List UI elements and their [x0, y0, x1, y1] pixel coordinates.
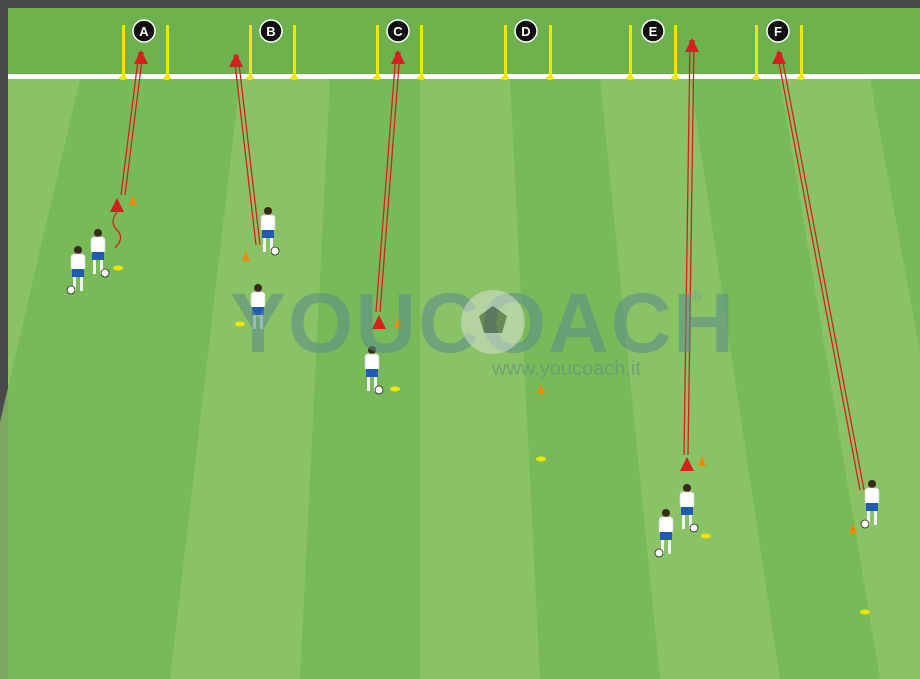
ball [101, 269, 109, 277]
goal-line [8, 74, 920, 79]
pole-base [546, 76, 554, 80]
pole-base [373, 76, 381, 80]
flat-marker [860, 610, 870, 615]
goal-label: C [393, 24, 403, 39]
pole-base [501, 76, 509, 80]
goal-label: F [774, 24, 782, 39]
goal-pole [755, 25, 758, 77]
ball [861, 520, 869, 528]
flat-marker [113, 266, 123, 271]
goal-pole [166, 25, 169, 77]
goal-pole [376, 25, 379, 77]
goal-pole [122, 25, 125, 77]
pole-base [752, 76, 760, 80]
pole-base [671, 76, 679, 80]
ball [67, 286, 75, 294]
goal-label: D [521, 24, 530, 39]
flat-marker [390, 387, 400, 392]
flat-marker [536, 457, 546, 462]
pole-base [246, 76, 254, 80]
pole-base [626, 76, 634, 80]
goal-pole [674, 25, 677, 77]
goal-label: A [139, 24, 149, 39]
ball [271, 247, 279, 255]
pole-base [417, 76, 425, 80]
pole-base [163, 76, 171, 80]
flat-marker [701, 534, 711, 539]
goal-pole [504, 25, 507, 77]
pole-base [119, 76, 127, 80]
pole-base [797, 76, 805, 80]
watermark-ball-icon [461, 290, 525, 354]
watermark-registered: ® [692, 287, 703, 303]
goal-label: E [649, 24, 658, 39]
goal-pole [549, 25, 552, 77]
top-bar [0, 0, 920, 8]
watermark-url: www.youcoach.it [491, 358, 641, 380]
goal-pole [293, 25, 296, 77]
goal-pole [629, 25, 632, 77]
goal-pole [800, 25, 803, 77]
goal-pole [420, 25, 423, 77]
goal-label: B [266, 24, 275, 39]
ball [375, 386, 383, 394]
goal-pole [249, 25, 252, 77]
ball [690, 524, 698, 532]
end-zone [8, 8, 920, 78]
pole-base [290, 76, 298, 80]
ball [655, 549, 663, 557]
